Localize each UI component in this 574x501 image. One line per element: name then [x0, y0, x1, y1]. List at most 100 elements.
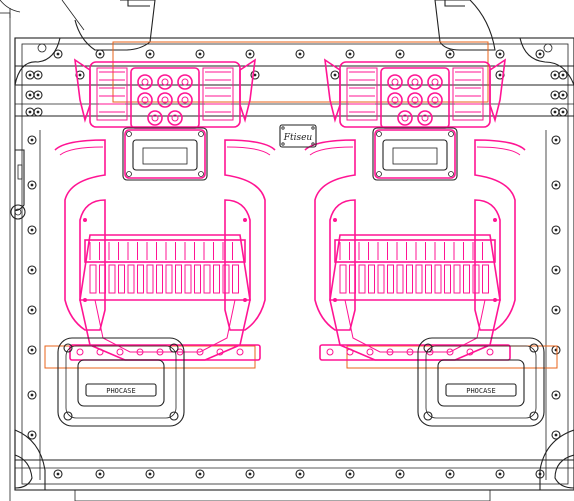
dimension-leader	[0, 0, 85, 501]
fixture-yoke	[304, 139, 526, 331]
corner-top-right	[519, 37, 574, 86]
rivet	[535, 469, 545, 479]
rivet	[245, 49, 255, 59]
rivet	[551, 305, 561, 315]
rivet	[395, 469, 405, 479]
connector-socket	[157, 92, 173, 108]
highlight-boxes	[44, 41, 558, 369]
rivet	[27, 345, 37, 355]
rivet	[245, 469, 255, 479]
rivet	[25, 70, 35, 80]
rivet	[27, 265, 37, 275]
fixture-group	[54, 58, 526, 361]
connector-panel	[130, 67, 200, 129]
rivet	[25, 90, 35, 100]
rivet	[33, 90, 43, 100]
case-handle: PHOCASE	[57, 337, 185, 427]
case-handle: PHOCASE	[417, 337, 545, 427]
rivet	[495, 70, 505, 80]
rivet	[345, 469, 355, 479]
handle-plate-label: PHOCASE	[106, 387, 136, 395]
rivet	[95, 49, 105, 59]
connector-socket	[147, 110, 163, 126]
rivet	[53, 469, 63, 479]
handle-plate-label: PHOCASE	[466, 387, 496, 395]
rivet	[75, 70, 85, 80]
rivet	[195, 49, 205, 59]
rivet	[445, 49, 455, 59]
rivet	[145, 49, 155, 59]
logo-text: Ftiseu	[283, 133, 313, 143]
top-clamp-right	[434, 0, 496, 51]
fixture-yoke	[54, 139, 276, 331]
rivet	[558, 70, 568, 80]
rivet	[27, 305, 37, 315]
rivet	[495, 49, 505, 59]
connector-socket	[167, 110, 183, 126]
rivet	[250, 70, 260, 80]
moving-head-fixture	[54, 58, 276, 361]
rivet	[330, 70, 340, 80]
connector-socket	[427, 92, 443, 108]
connector-socket	[177, 92, 193, 108]
logo-plate: Ftiseu	[279, 124, 317, 148]
connector-socket	[387, 92, 403, 108]
connector-socket	[387, 74, 403, 90]
rivet	[445, 469, 455, 479]
rivet	[550, 107, 560, 117]
rivet	[27, 135, 37, 145]
connector-socket	[177, 74, 193, 90]
fixture-base	[323, 58, 507, 128]
rivet	[95, 469, 105, 479]
rivet	[33, 70, 43, 80]
rivet	[535, 49, 545, 59]
rivet	[551, 430, 561, 440]
rivet	[295, 49, 305, 59]
top-clamp-left	[74, 0, 156, 51]
rivet	[495, 469, 505, 479]
rivet	[27, 390, 37, 400]
rivet	[345, 49, 355, 59]
connector-socket	[157, 74, 173, 90]
rivet	[53, 49, 63, 59]
rivet	[395, 49, 405, 59]
rivet	[295, 469, 305, 479]
rivet	[27, 180, 37, 190]
fixture-handle-box	[122, 127, 208, 181]
connector-socket	[407, 92, 423, 108]
corner-bottom-left	[14, 429, 46, 491]
rivet	[27, 225, 37, 235]
fixture-foot	[69, 218, 261, 361]
rivet	[25, 107, 35, 117]
rivet	[558, 107, 568, 117]
rivet	[551, 265, 561, 275]
corner-top-left	[14, 37, 61, 86]
side-latch-left	[10, 149, 26, 220]
connector-panel	[380, 67, 450, 129]
rivet	[195, 469, 205, 479]
rivet	[27, 430, 37, 440]
rivet	[551, 345, 561, 355]
connector-socket	[397, 110, 413, 126]
moving-head-fixture	[304, 58, 526, 361]
rivet	[145, 469, 155, 479]
rivet-group	[25, 49, 568, 479]
rivet	[551, 180, 561, 190]
rivet	[550, 70, 560, 80]
rivet	[558, 90, 568, 100]
connector-socket	[137, 74, 153, 90]
connector-socket	[137, 92, 153, 108]
connector-socket	[427, 74, 443, 90]
rivet	[33, 107, 43, 117]
rivet	[551, 135, 561, 145]
connector-socket	[407, 74, 423, 90]
connector-socket	[417, 110, 433, 126]
corner-bottom-right	[539, 429, 574, 491]
rivet	[550, 90, 560, 100]
rivet	[551, 225, 561, 235]
fixture-handle-box	[372, 127, 458, 181]
fixture-base	[73, 58, 257, 128]
handle-group: PHOCASE PHOCASE	[57, 337, 545, 427]
